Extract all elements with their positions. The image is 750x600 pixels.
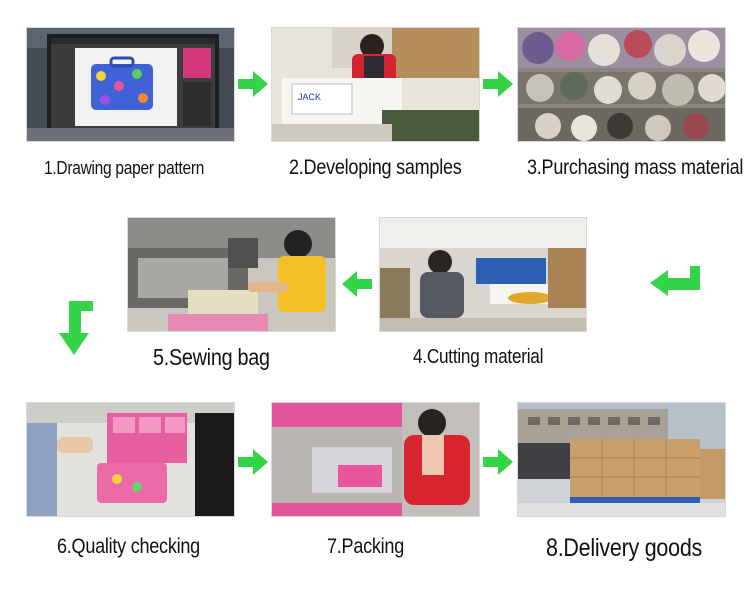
step-2-caption: 2.Developing samples <box>289 156 462 179</box>
photo-cutting-material <box>379 217 587 332</box>
step-5-caption: 5.Sewing bag <box>153 344 270 370</box>
photo-developing-samples: JACK <box>271 27 480 142</box>
quality-check-scene <box>27 403 234 516</box>
photo-drawing-paper-pattern <box>26 27 235 142</box>
step-8-caption: 8.Delivery goods <box>546 534 703 562</box>
photo-delivery-goods <box>517 402 726 517</box>
arrow-left-icon <box>342 271 372 297</box>
step-1-caption: 1.Drawing paper pattern <box>44 158 205 178</box>
fabric-rolls-scene <box>518 28 725 141</box>
packing-scene <box>272 403 479 516</box>
arrow-right-icon <box>483 449 513 475</box>
arrow-right-icon <box>238 71 268 97</box>
svg-text:JACK: JACK <box>298 92 321 102</box>
step-6-caption: 6.Quality checking <box>57 535 200 558</box>
photo-packing <box>271 402 480 517</box>
arrow-right-icon <box>238 449 268 475</box>
photo-purchasing-mass-material <box>517 27 726 142</box>
step-4-caption: 4.Cutting material <box>413 346 544 368</box>
step-3-caption: 3.Purchasing mass material <box>527 156 744 179</box>
sewing-bag-scene <box>128 218 335 331</box>
return-arrow-down-icon <box>59 301 93 355</box>
photo-sewing-bag <box>127 217 336 332</box>
warehouse-scene <box>518 403 725 516</box>
sewing-machine-scene: JACK <box>272 28 479 141</box>
step-7-caption: 7.Packing <box>327 535 404 558</box>
photo-quality-checking <box>26 402 235 517</box>
arrow-right-icon <box>483 71 513 97</box>
cutting-machine-scene <box>380 218 586 331</box>
return-arrow-left-icon <box>650 266 700 296</box>
computer-monitor-scene <box>27 28 234 141</box>
